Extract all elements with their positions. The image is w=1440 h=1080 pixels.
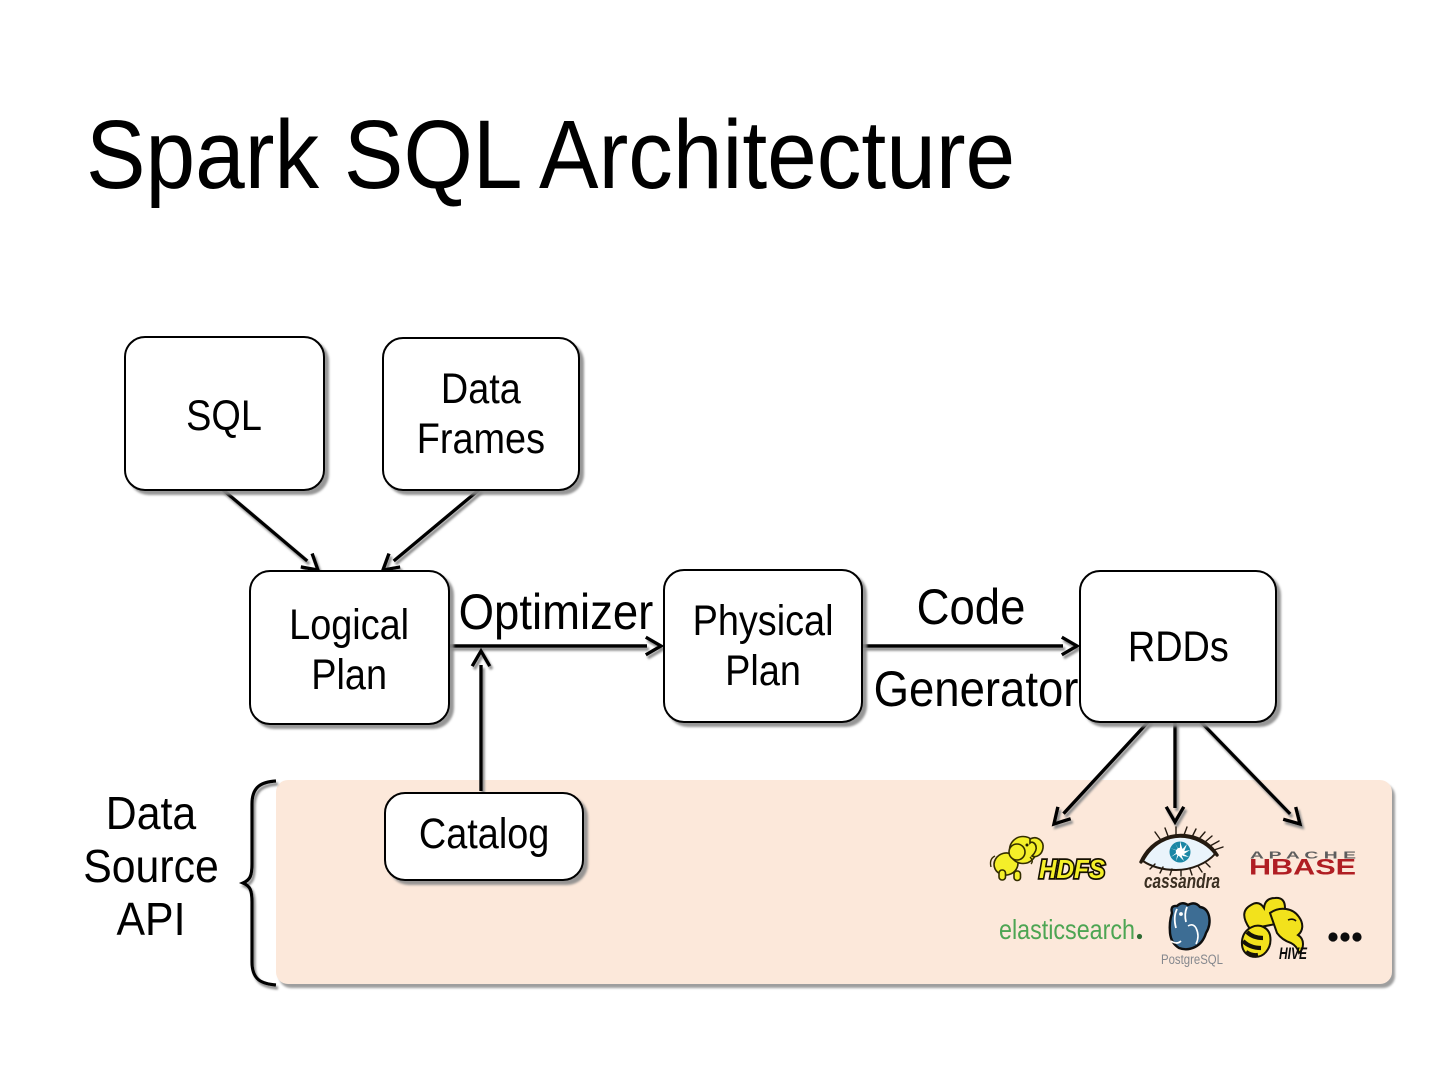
svg-text:elasticsearch: elasticsearch [999,914,1135,945]
svg-text:HBASE: HBASE [1249,855,1356,880]
svg-text:HIVE: HIVE [1279,944,1307,963]
svg-text:cassandra: cassandra [1144,871,1220,893]
svg-text:A P A C H E: A P A C H E [1250,851,1357,862]
svg-text:HDFS: HDFS [1039,854,1106,884]
svg-text:PostgreSQL: PostgreSQL [1161,952,1223,967]
